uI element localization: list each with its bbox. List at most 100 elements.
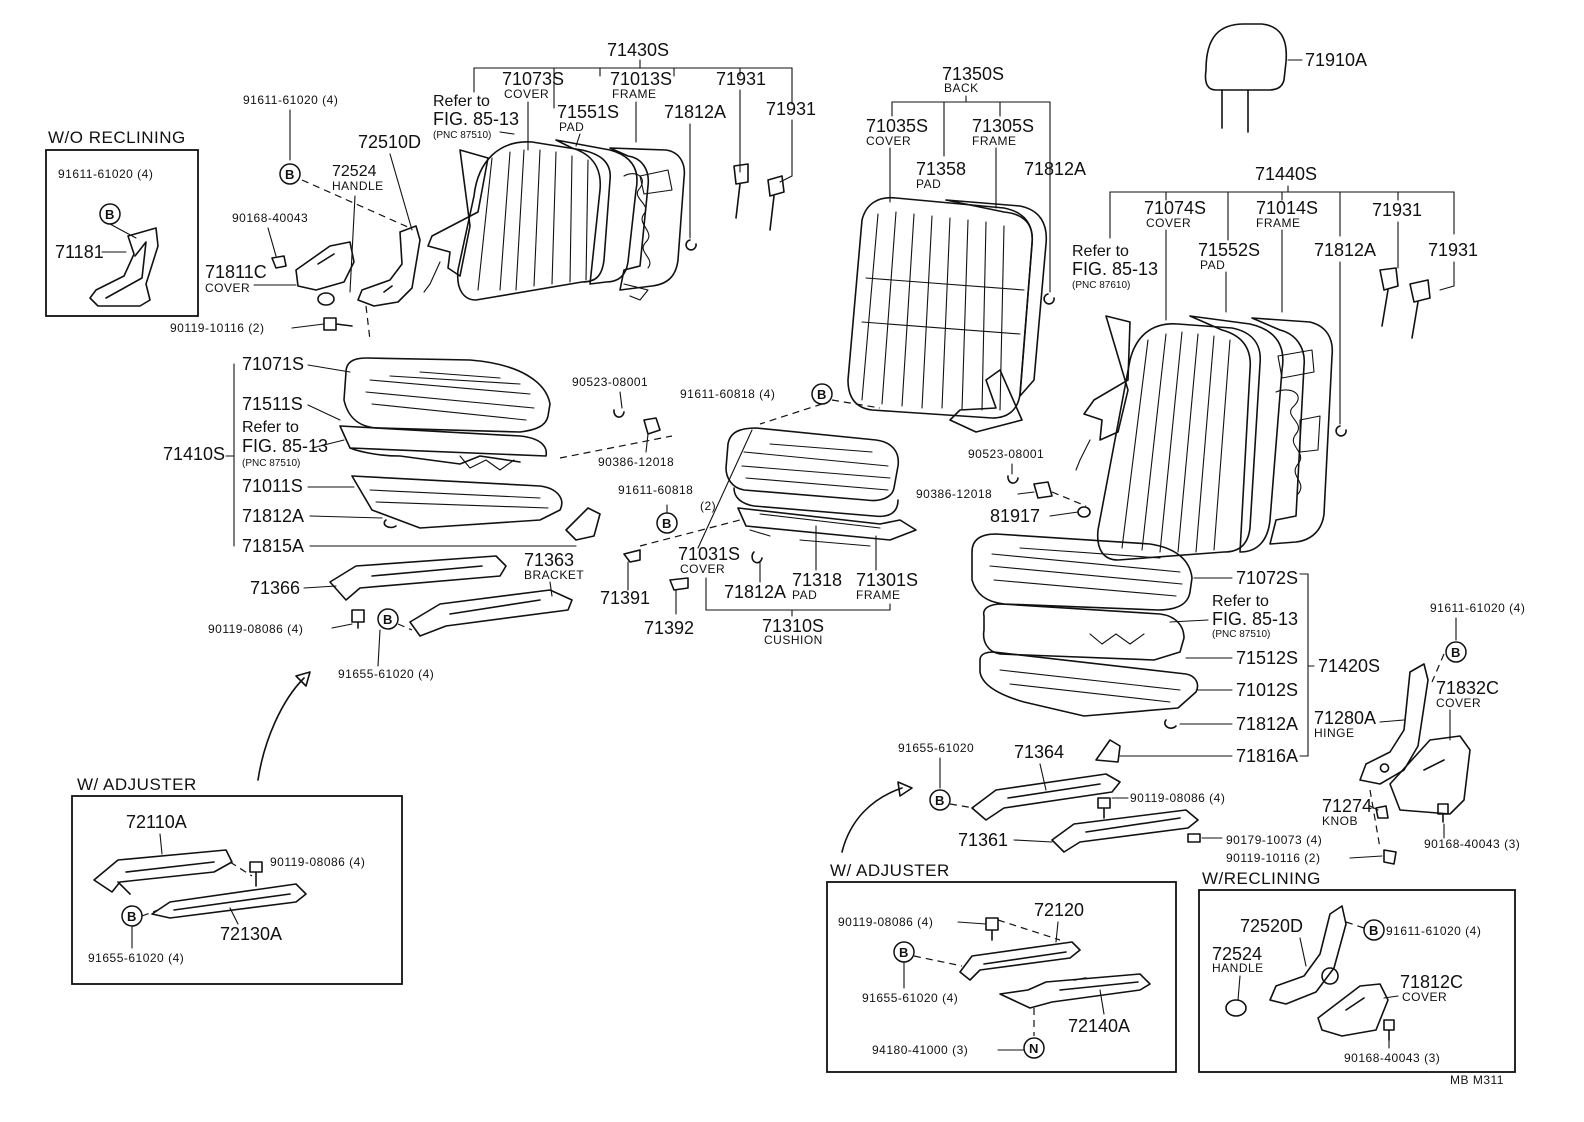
label-handle: HANDLE	[1212, 961, 1264, 975]
leader-line	[619, 391, 623, 409]
bolt-b-symbol	[279, 163, 301, 185]
label-72524: 72524	[332, 163, 377, 180]
label-90386-12018: 90386-12018	[598, 455, 674, 469]
label-71318: 71318	[792, 570, 842, 590]
label-91611-61020: 91611-61020 (4)	[1386, 924, 1481, 938]
label-71812C: 71812C	[1400, 972, 1463, 992]
label-71816A: 71816A	[1236, 746, 1298, 766]
label-cover: COVER	[504, 87, 549, 101]
label-90168-40043: 90168-40043 (3)	[1344, 1051, 1440, 1065]
label-72510D: 72510D	[358, 132, 421, 152]
inset-w-adjuster-right: W/ ADJUSTER 90119-08086 (4) 72120 B 9165…	[826, 861, 1177, 1073]
screw-icon	[1437, 803, 1449, 823]
center-back-bracket	[949, 369, 1023, 433]
label-71071S: 71071S	[242, 354, 304, 374]
headrest-part	[1204, 23, 1288, 91]
leader-line	[229, 907, 239, 925]
bolt-b-symbol-letter: B	[899, 945, 908, 960]
cover-seams	[477, 149, 589, 291]
back-pad-part	[555, 139, 638, 285]
frame-plate	[639, 169, 673, 195]
label-71832C: 71832C	[1436, 678, 1499, 698]
dashed-guide	[997, 919, 1061, 941]
ring-clip-part	[1335, 425, 1347, 437]
cushion-seams	[741, 443, 891, 491]
leader-line	[303, 585, 337, 589]
label-pad: PAD	[1200, 258, 1225, 272]
center-cushion-frame-part	[737, 507, 917, 541]
label-91611-61020: 91611-61020 (4)	[243, 93, 338, 107]
bolt-b-symbol-letter: B	[383, 612, 392, 627]
label-cover: COVER	[1402, 990, 1447, 1004]
seat-rail-part	[1051, 809, 1199, 853]
label-91655-61020: 91655-61020 (4)	[338, 667, 434, 681]
label-90119-08086: 90119-08086 (4)	[270, 855, 365, 869]
bolt-b-symbol	[377, 608, 399, 630]
hinge-cover-part	[1389, 735, 1471, 815]
wire-part	[1075, 439, 1091, 471]
inset-w-reclining-title: W/RECLINING	[1202, 869, 1321, 888]
label-bracket: BRACKET	[524, 568, 584, 582]
label-71363: 71363	[524, 550, 574, 570]
label-71812A: 71812A	[242, 506, 304, 526]
label-71931-a: 71931	[1372, 200, 1422, 220]
bolt-b-symbol-letter: B	[127, 909, 136, 924]
label-91611-61020: 91611-61020 (4)	[1430, 601, 1525, 615]
back-frame-part	[1251, 317, 1334, 545]
label-72520D: 72520D	[1240, 916, 1303, 936]
label-71910A: 71910A	[1305, 50, 1367, 70]
inset-w-adjuster-frame	[826, 881, 1177, 1073]
ring-clip-part	[685, 239, 697, 251]
right-seat-back: 71910A 71440S 71074S COVER 71014S FRAME …	[916, 23, 1478, 561]
leader-line	[1013, 839, 1053, 843]
recliner-gear-part	[1321, 967, 1339, 985]
back-pad-part	[1189, 315, 1284, 553]
label-91655-61020: 91655-61020	[898, 741, 974, 755]
label-71072S: 71072S	[1236, 568, 1298, 588]
washer-part	[1007, 475, 1019, 484]
label-94180-41000: 94180-41000 (3)	[872, 1043, 968, 1057]
dashed-guide	[397, 623, 413, 631]
screw-icon	[1383, 1019, 1395, 1041]
label-72140A: 72140A	[1068, 1016, 1130, 1036]
right-cushion-cover-part	[971, 533, 1193, 611]
nut-n-symbol	[1023, 1037, 1045, 1059]
cushion-pad-part	[339, 425, 548, 465]
right-seat-cushion: 71072S Refer to FIG. 85-13 (PNC 87510) 7…	[841, 533, 1525, 865]
leader-line	[957, 921, 987, 925]
back-cover-part	[1096, 323, 1261, 561]
label-71812A: 71812A	[724, 582, 786, 602]
hook-part	[623, 549, 641, 563]
label-frame: FRAME	[612, 87, 657, 101]
label-71391: 71391	[600, 588, 650, 608]
label-handle: HANDLE	[332, 179, 384, 193]
headrest-support-part	[767, 175, 785, 231]
label-71305S: 71305S	[972, 116, 1034, 136]
leader-line	[1379, 719, 1405, 723]
bolt-b-symbol-letter: B	[817, 387, 826, 402]
left-seat-back: 71430S 71073S COVER 71013S FRAME 71931 7…	[423, 40, 816, 301]
back-side-panel	[427, 149, 489, 277]
frame-foot	[623, 283, 649, 301]
inset-w-reclining: W/RECLINING 72520D B 91611-61020 (4) 725…	[1198, 869, 1516, 1073]
cap-part	[1077, 506, 1091, 518]
label-cover: COVER	[1146, 216, 1191, 230]
label-91655-61020: 91655-61020 (4)	[88, 951, 184, 965]
refer-line-2: FIG. 85-13	[1072, 259, 1158, 279]
leader-line	[1017, 491, 1035, 495]
ring-clip-part	[1164, 719, 1177, 729]
cushion-cover-part	[343, 357, 551, 433]
dashed-guide	[141, 909, 159, 917]
handle-knob-part	[317, 292, 335, 306]
center-seat-back: 71350S BACK 71035S COVER 71305S FRAME 71…	[680, 64, 1086, 433]
dashed-guide	[831, 399, 881, 409]
bolt-b-symbol-letter: B	[1451, 645, 1460, 660]
label-back: BACK	[944, 81, 979, 95]
inset-w-adjuster-title: W/ ADJUSTER	[77, 775, 197, 794]
label-71931-b: 71931	[766, 99, 816, 119]
label-cover: COVER	[205, 281, 250, 295]
adjuster-rail-part	[999, 973, 1151, 1009]
handle-knob-part	[1225, 999, 1247, 1017]
screw-icon	[271, 255, 287, 269]
